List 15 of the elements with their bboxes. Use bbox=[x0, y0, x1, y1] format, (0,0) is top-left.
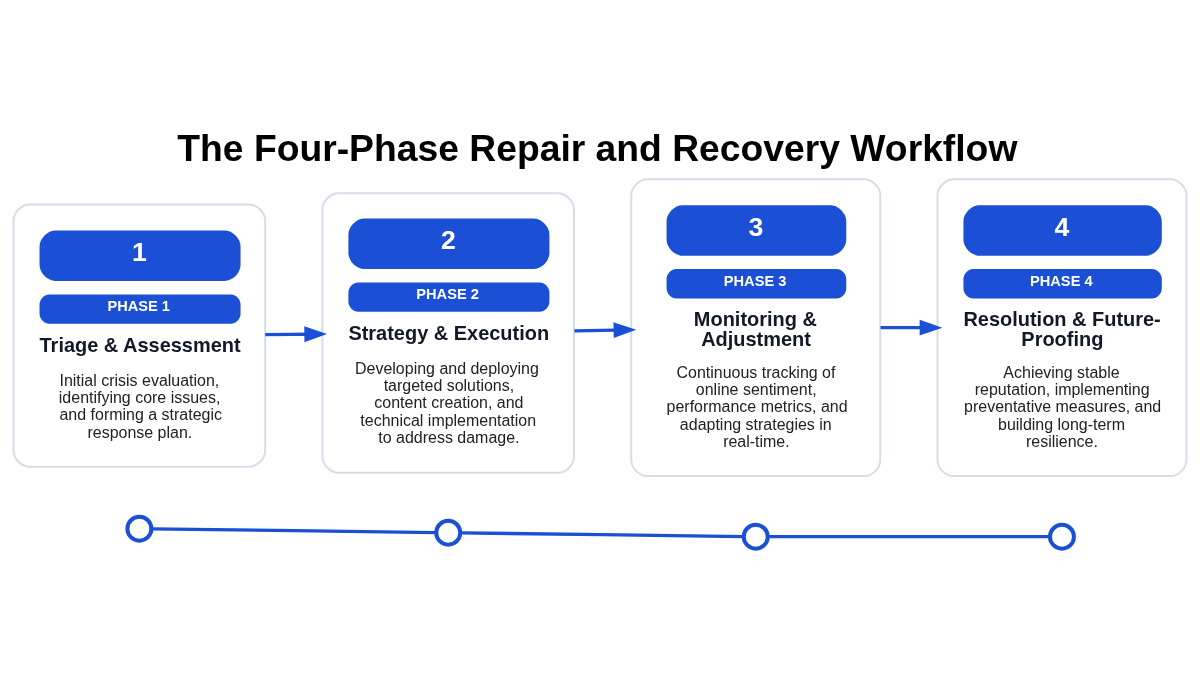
node-box: 1 PHASE 1 Triage & Assessment Initial crisis evaluation, identifying core issues, and forming a strategic response plan. bbox=[12, 203, 267, 468]
node-circle bbox=[741, 522, 770, 551]
node-circle bbox=[125, 514, 154, 543]
connector bbox=[460, 530, 744, 538]
arrow bbox=[574, 321, 637, 338]
node-circle bbox=[434, 518, 463, 547]
connector bbox=[151, 526, 436, 534]
diagram-title: The Four-Phase Repair and Recovery Workflow bbox=[177, 126, 1018, 169]
connector bbox=[767, 534, 1050, 538]
node-box: 2 PHASE 2 Strategy & Execution Developing and deploying targeted solutions, content creation, and technical implementation to address damage. bbox=[321, 191, 576, 474]
arrow bbox=[880, 319, 943, 336]
arrow bbox=[265, 325, 328, 342]
node-box: 3 PHASE 3 Monitoring & Adjustment Continuous tracking of online sentiment, performance metrics, and adapting strategies in real-time. bbox=[630, 177, 882, 477]
node-circle bbox=[1047, 522, 1076, 551]
node-box: 4 PHASE 4 Resolution & Future-Proofing Achieving stable reputation, implementing preventative measures, and building long-term resilience. bbox=[936, 177, 1188, 477]
